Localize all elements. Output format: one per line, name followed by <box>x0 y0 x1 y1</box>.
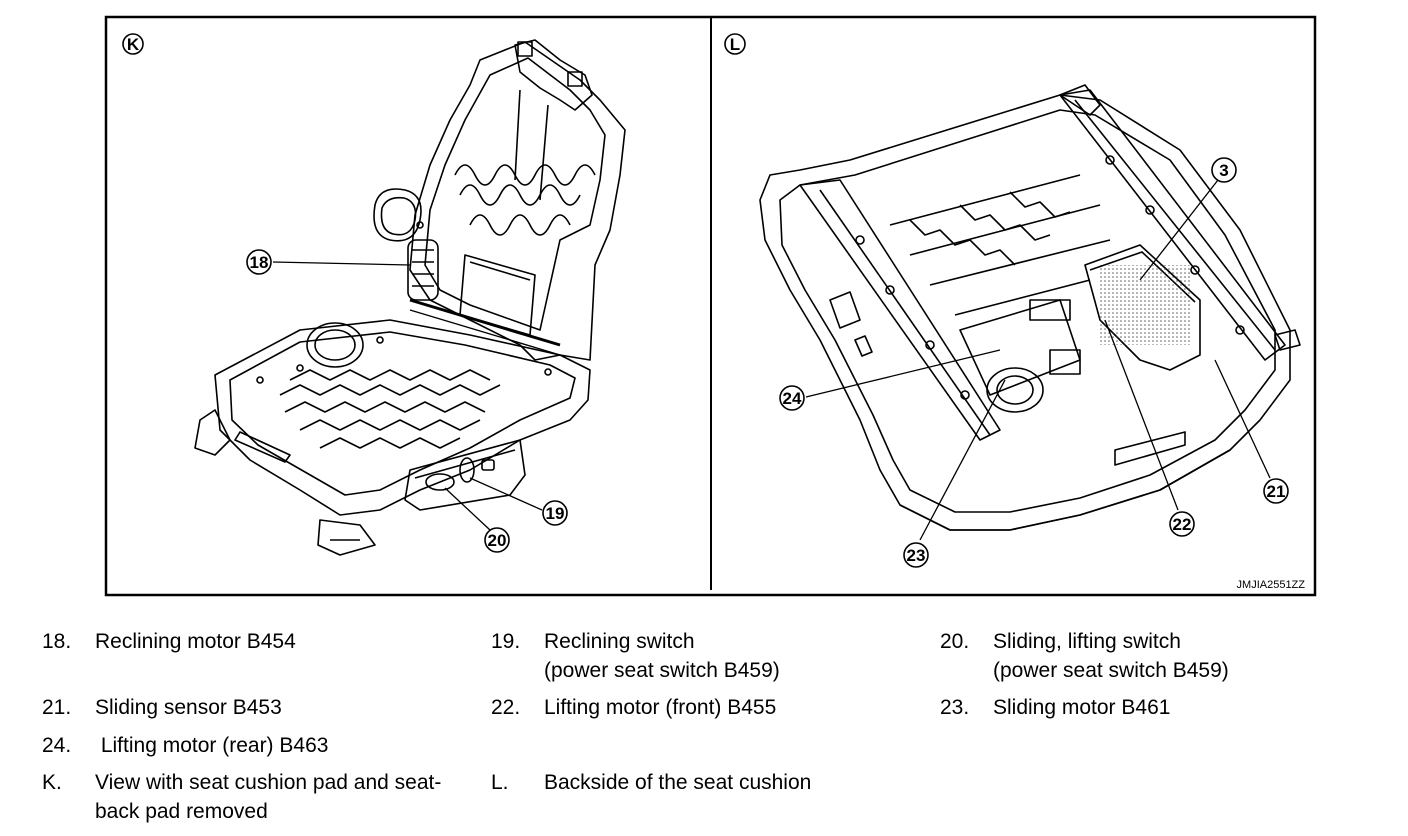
callout-18: 18 <box>246 249 272 275</box>
callout-20: 20 <box>484 527 510 553</box>
svg-text:L: L <box>730 35 740 54</box>
legend-text: back pad removed <box>95 800 268 823</box>
panel-k-leaders <box>272 261 543 531</box>
svg-text:19: 19 <box>546 504 565 523</box>
legend-text: Lifting motor (rear) B463 <box>95 734 329 757</box>
legend-num: 22. <box>491 696 521 719</box>
svg-text:22: 22 <box>1173 515 1192 534</box>
legend-text: Backside of the seat cushion <box>544 771 812 794</box>
panel-l-motor-texture <box>1100 265 1190 345</box>
view-letter-k: K <box>122 33 144 55</box>
callout-21: 21 <box>1263 478 1289 504</box>
legend-text: Lifting motor (front) B455 <box>544 696 777 719</box>
legend-text: (power seat switch B459) <box>544 659 780 682</box>
legend-text: Reclining motor B454 <box>95 630 296 653</box>
panel-l-leaders <box>805 179 1271 541</box>
view-letter-l: L <box>724 33 746 55</box>
legend-text: Reclining switch <box>544 630 695 653</box>
panel-l-cushion-drawing <box>759 84 1301 531</box>
callout-19: 19 <box>542 500 568 526</box>
svg-text:24: 24 <box>783 389 802 408</box>
svg-text:23: 23 <box>907 546 926 565</box>
legend-text: (power seat switch B459) <box>993 659 1229 682</box>
legend-num: 23. <box>940 696 970 719</box>
legend-text: Sliding motor B461 <box>993 696 1171 719</box>
svg-text:20: 20 <box>488 531 507 550</box>
legend-text: Sliding, lifting switch <box>993 630 1181 653</box>
svg-text:21: 21 <box>1267 482 1286 501</box>
legend-num: 21. <box>42 696 72 719</box>
panel-k-seat-frame-drawing <box>194 39 626 556</box>
svg-text:3: 3 <box>1219 161 1228 180</box>
figure-code: JMJIA2551ZZ <box>1237 579 1306 591</box>
legend-text: Sliding sensor B453 <box>95 696 282 719</box>
legend-num: 20. <box>940 630 970 653</box>
legend-num: L. <box>491 771 509 794</box>
callout-23: 23 <box>903 542 929 568</box>
legend-text: View with seat cushion pad and seat- <box>95 771 442 794</box>
legend-num: 24. <box>42 734 72 757</box>
callout-22: 22 <box>1169 511 1195 537</box>
legend-num: K. <box>42 771 62 794</box>
svg-text:K: K <box>127 35 140 54</box>
legend-num: 18. <box>42 630 72 653</box>
callout-3: 3 <box>1211 157 1237 183</box>
callout-24: 24 <box>779 385 805 411</box>
legend-num: 19. <box>491 630 521 653</box>
svg-text:18: 18 <box>250 253 269 272</box>
